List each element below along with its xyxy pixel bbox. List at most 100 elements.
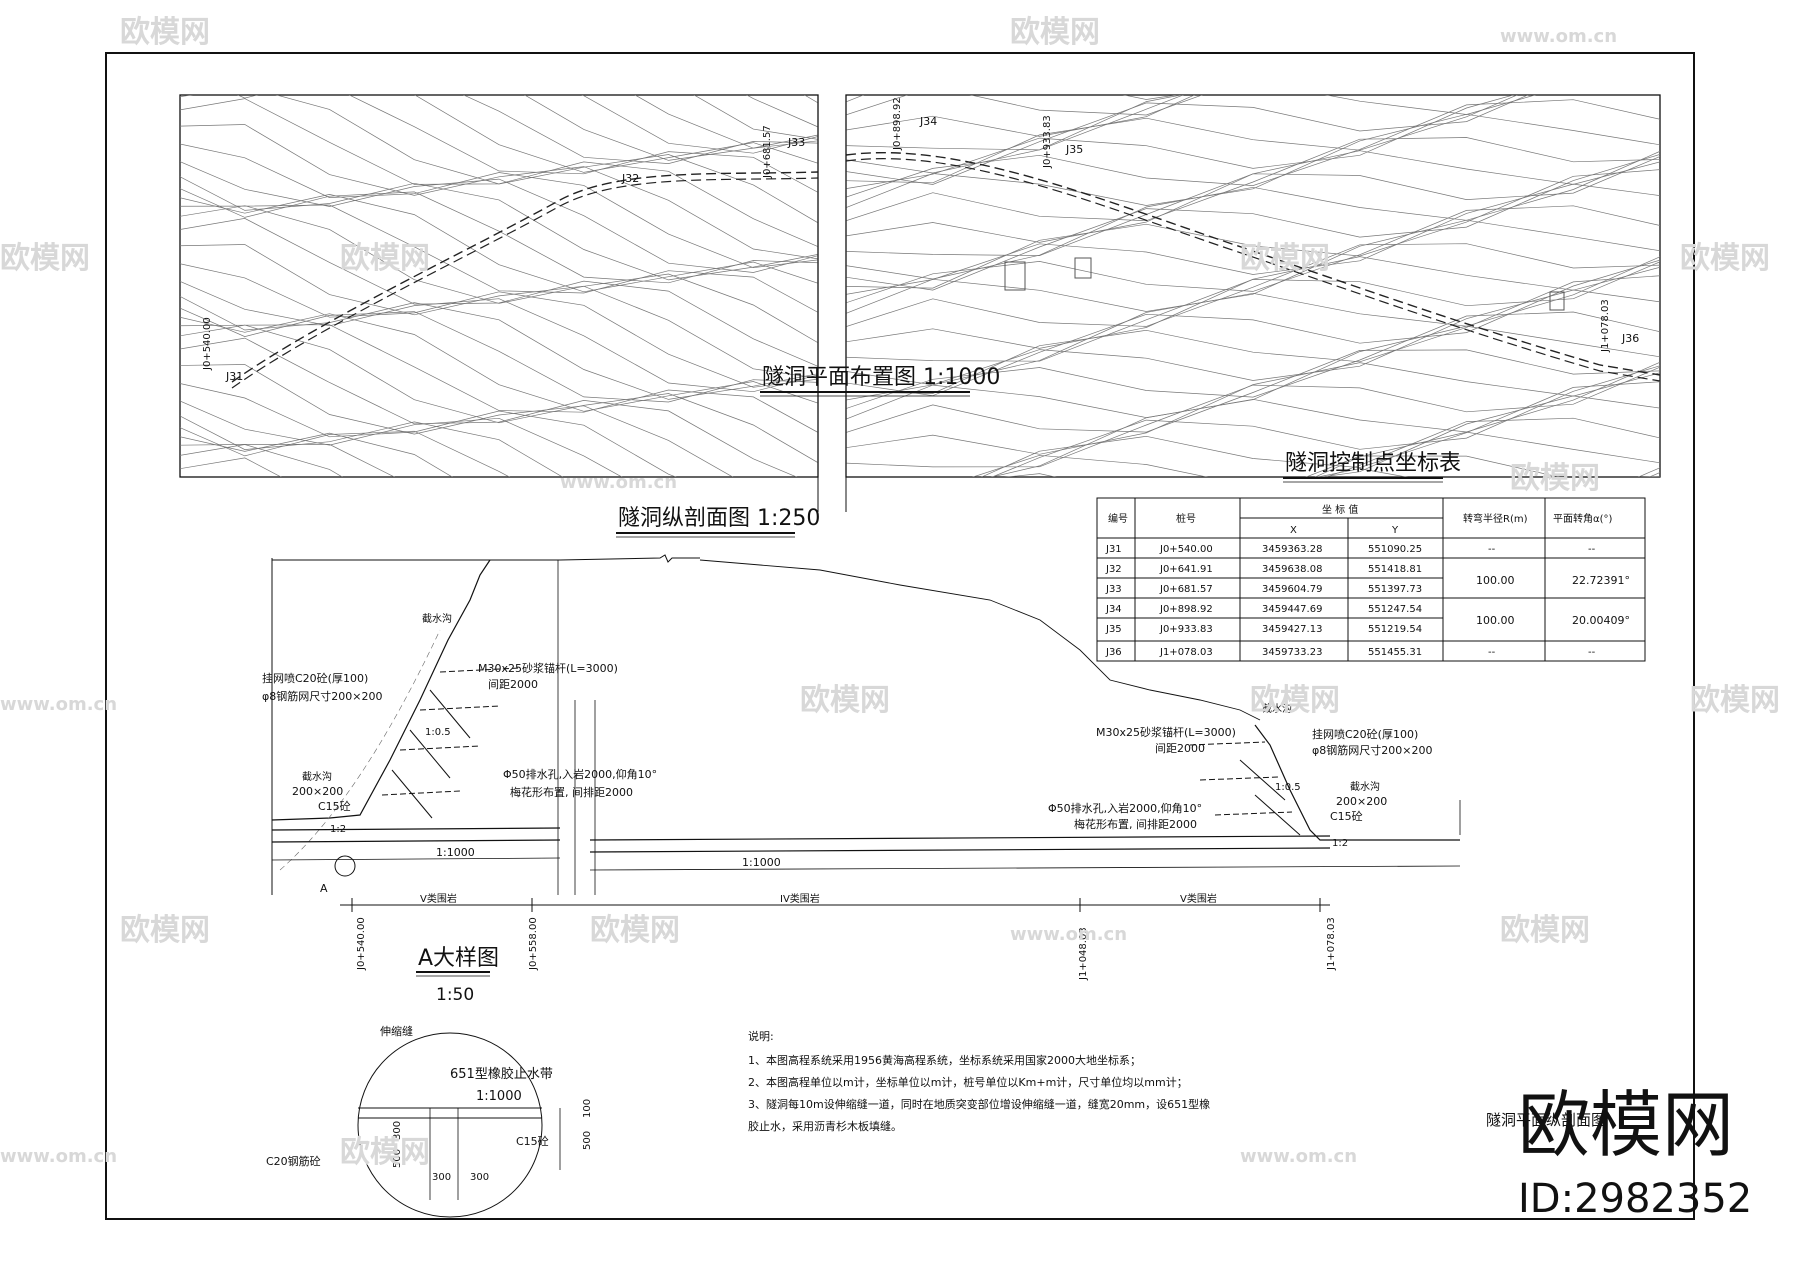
contour-line <box>180 176 818 281</box>
detail-c20: C20钢筋砼 <box>266 1154 321 1168</box>
left-drain-label-2: 梅花形布置, 间排距2000 <box>510 785 633 799</box>
left-mesh-label: φ8钢筋网尺寸200×200 <box>262 689 382 703</box>
contour-line <box>980 381 1660 477</box>
plan-right-panel <box>845 94 1661 478</box>
contour-line <box>846 205 1660 304</box>
contour-line <box>846 153 1660 291</box>
contour-line <box>1003 417 1660 477</box>
contour-line <box>846 169 1660 289</box>
rock-class-iv: IV类围岩 <box>780 892 820 905</box>
table-cell-a: -- <box>1588 544 1596 555</box>
rock-class-v-left: V类围岩 <box>420 892 457 905</box>
contour-line <box>846 349 1660 433</box>
contour-line <box>180 415 564 477</box>
contour-line <box>524 95 818 161</box>
contour-line <box>846 95 1196 137</box>
detail-dim-b1: 300 <box>432 1172 451 1183</box>
watermark-text: 欧模网 <box>1690 683 1780 718</box>
station-j33: J33 <box>787 136 805 149</box>
contour-line <box>180 194 818 293</box>
station-j31: J31 <box>225 370 243 383</box>
merged-angle-2: 20.00409° <box>1572 614 1630 627</box>
watermark-text: www.om.cn <box>0 1146 117 1167</box>
watermark-text: 欧模网 <box>340 241 430 276</box>
merged-radius-1: 100.00 <box>1476 574 1515 587</box>
detail-a: A大样图 1:50 伸缩缝 651型橡胶止水带 1:1000 300 500 C… <box>266 946 593 1218</box>
table-cell-id: J31 <box>1105 544 1122 555</box>
notes-line-3: 3、隧洞每10m设伸缩缝一道，同时在地质突变部位增设伸缩缝一道，缝宽20mm，设… <box>748 1097 1210 1111</box>
tunnel-alignment-left <box>231 171 819 383</box>
brand-logo: 欧模网 ID:2982352 <box>1518 1083 1752 1222</box>
contour-line <box>180 295 818 400</box>
watermark-text: www.om.cn <box>560 472 677 493</box>
table-cell-x: 3459638.08 <box>1262 564 1322 575</box>
grade-mid: 1:1000 <box>742 856 781 869</box>
contour-line <box>846 289 1660 401</box>
right-ditch-size: 200×200 <box>1336 795 1387 808</box>
left-drain-label: Φ50排水孔,入岩2000,仰角10° <box>503 767 657 781</box>
contour-line <box>160 539 838 641</box>
th-angle: 平面转角α(°) <box>1553 512 1612 525</box>
contour-line <box>180 95 818 224</box>
merged-radius-2: 100.00 <box>1476 614 1515 627</box>
detail-dim-300: 300 <box>392 1121 403 1140</box>
table-cell-x: 3459447.69 <box>1262 604 1322 615</box>
watermark-text: 欧模网 <box>1500 913 1590 948</box>
station-j35: J35 <box>1065 143 1083 156</box>
contour-line <box>846 261 1660 362</box>
contour-line <box>803 95 818 104</box>
th-id: 编号 <box>1108 512 1128 525</box>
th-radius: 转弯半径R(m) <box>1463 512 1528 525</box>
th-x: X <box>1290 525 1297 536</box>
contour-line <box>160 485 838 620</box>
detail-dim-b2: 300 <box>470 1172 489 1183</box>
contour-line <box>160 552 838 650</box>
table-cell-station: J0+933.83 <box>1159 624 1213 635</box>
watermark-text: 欧模网 <box>340 1135 430 1170</box>
watermark-text: 欧模网 <box>120 15 210 50</box>
contour-line <box>180 400 623 477</box>
table-cell-x: 3459363.28 <box>1262 544 1322 555</box>
contour-line <box>846 156 1660 256</box>
contour-line <box>846 219 1660 314</box>
right-mesh-label: φ8钢筋网尺寸200×200 <box>1312 743 1432 757</box>
notes-line-1: 1、本图高程系统采用1956黄海高程系统，坐标系统采用国家2000大地坐标系； <box>748 1053 1141 1067</box>
contour-line <box>180 124 818 260</box>
table-title: 隧洞控制点坐标表 <box>1285 451 1461 476</box>
contour-line <box>846 243 1660 327</box>
profile-chainage-3: J1+048.03 <box>1078 927 1089 981</box>
brand-logo-text: 欧模网 <box>1518 1083 1734 1167</box>
grade-left: 1:1000 <box>436 846 475 859</box>
profile-chainage-2: J0+558.00 <box>528 917 539 971</box>
table-cell-x: 3459427.13 <box>1262 624 1322 635</box>
watermark-text: www.om.cn <box>0 694 117 715</box>
contour-line <box>180 324 818 464</box>
profile-annotations: 截水沟 挂网喷C20砼(厚100) φ8钢筋网尺寸200×200 M30x25砂… <box>262 612 1432 981</box>
right-drain-label: Φ50排水孔,入岩2000,仰角10° <box>1048 801 1202 815</box>
detail-joint: 伸缩缝 <box>380 1024 413 1038</box>
table-cell-id: J35 <box>1105 624 1122 635</box>
watermark-text: www.om.cn <box>1010 924 1127 945</box>
watermark-text: 欧模网 <box>1250 683 1340 718</box>
table-cell-y: 551090.25 <box>1368 544 1422 555</box>
contour-line <box>237 95 818 164</box>
contour-line <box>846 137 1660 222</box>
detail-dim-r2: 100 <box>582 1099 593 1118</box>
contour-line <box>846 95 1529 185</box>
station-j34: J34 <box>919 115 937 128</box>
left-slope-label: 1:0.5 <box>425 727 451 738</box>
contour-line <box>846 183 1660 295</box>
brand-logo-id: ID:2982352 <box>1518 1176 1752 1222</box>
right-bolt-label: M30x25砂浆锚杆(L=3000) <box>1096 725 1236 739</box>
left-ditch-size: 200×200 <box>292 785 343 798</box>
contour-line <box>991 365 1660 477</box>
contour-line <box>846 259 1660 397</box>
contour-line <box>180 383 677 477</box>
contour-line <box>1314 431 1660 477</box>
left-ditch2-label: 截水沟 <box>302 770 332 783</box>
contour-line <box>180 337 798 477</box>
profile-drawing <box>271 554 1461 912</box>
contour-line <box>180 427 511 477</box>
